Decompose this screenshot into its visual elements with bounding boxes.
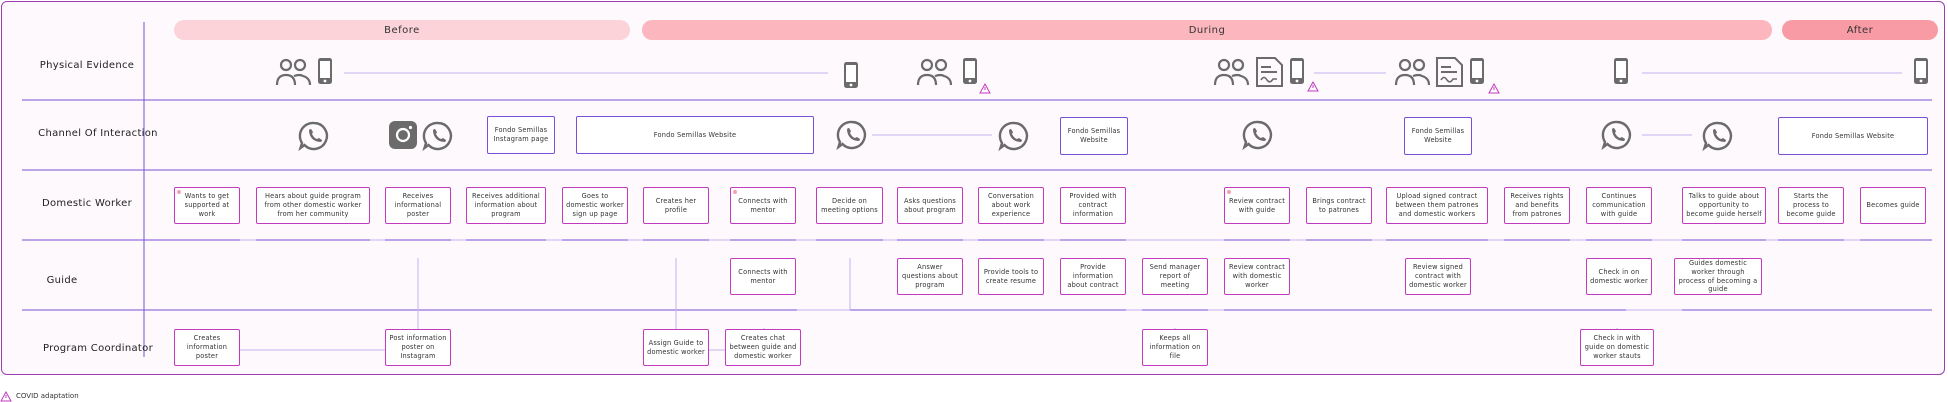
row-label-guide: Guide	[46, 275, 78, 286]
phase-before: Before	[174, 20, 630, 40]
channel-website-a: Fondo Semillas Website	[1060, 117, 1128, 155]
channel-instagram-page: Fondo Semillas Instagram page	[487, 116, 555, 154]
domestic-step-11: Provided with contract information	[1060, 187, 1126, 224]
legend-label: COVID adaptation	[16, 392, 79, 400]
domestic-step-6: Creates her profile	[643, 187, 709, 224]
row-label-channel: Channel Of Interaction	[38, 128, 158, 139]
whatsapp-icon	[836, 120, 867, 150]
domestic-step-18: Starts the process to become guide	[1778, 187, 1844, 224]
whatsapp-icon	[422, 121, 453, 151]
guide-step-3: Provide tools to create resume	[978, 258, 1044, 295]
coordinator-step-4: Creates chat between guide and domestic …	[725, 329, 801, 366]
guide-step-4: Provide information about contract	[1060, 258, 1126, 295]
domestic-step-5: Goes to domestic worker sign up page	[562, 187, 628, 224]
domestic-step-13: Brings contract to patrones	[1306, 187, 1372, 224]
whatsapp-icon	[1601, 120, 1632, 150]
domestic-step-9: Asks questions about program	[897, 187, 963, 224]
coordinator-step-1: Creates information poster	[174, 329, 240, 366]
domestic-step-1: Wants to get supported at work	[174, 187, 240, 224]
domestic-step-16: Continues communication with guide	[1586, 187, 1652, 224]
guide-step-5: Send manager report of meeting	[1142, 258, 1208, 295]
channel-icons	[298, 119, 1733, 151]
coordinator-step-3: Assign Guide to domestic worker	[643, 329, 709, 366]
domestic-step-12: Review contract with guide	[1224, 187, 1290, 224]
guide-step-9: Guides domestic worker through process o…	[1674, 258, 1762, 295]
domestic-step-17: Talks to guide about opportunity to beco…	[1682, 187, 1766, 224]
domestic-step-10: Conversation about work experience	[978, 187, 1044, 224]
domestic-step-4: Receives additional information about pr…	[466, 187, 546, 224]
guide-step-1: Connects with mentor	[730, 258, 796, 295]
whatsapp-icon	[1242, 120, 1273, 150]
domestic-step-3: Receives informational poster	[385, 187, 451, 224]
domestic-step-8: Decide on meeting options	[816, 187, 883, 224]
domestic-step-7: Connects with mentor	[730, 187, 796, 224]
instagram-icon	[387, 119, 419, 151]
domestic-step-15: Receives rights and benefits from patron…	[1504, 187, 1570, 224]
connector-lines	[22, 22, 1932, 357]
guide-step-6: Review contract with domestic worker	[1224, 258, 1290, 295]
domestic-step-14: Upload signed contract between them patr…	[1386, 187, 1488, 224]
guide-step-2: Answer questions about program	[897, 258, 963, 295]
legend: COVID adaptation	[0, 390, 79, 402]
journey-map-frame: Before During After	[1, 1, 1945, 375]
coordinator-step-2: Post information poster on Instagram	[385, 329, 451, 366]
guide-step-8: Check in on domestic worker	[1586, 258, 1652, 295]
coordinator-step-5: Keeps all information on file	[1142, 329, 1208, 366]
whatsapp-icon	[998, 121, 1029, 151]
channel-website-last: Fondo Semillas Website	[1778, 117, 1928, 155]
row-label-program-coordinator: Program Coordinator	[43, 343, 153, 354]
domestic-step-2: Hears about guide program from other dom…	[256, 187, 370, 224]
row-label-domestic-worker: Domestic Worker	[41, 198, 133, 209]
phase-during: During	[642, 20, 1772, 40]
guide-step-7: Review signed contract with domestic wor…	[1405, 258, 1471, 295]
domestic-step-19: Becomes guide	[1860, 187, 1926, 224]
phase-after: After	[1782, 20, 1938, 40]
coordinator-step-6: Check in with guide on domestic worker s…	[1580, 329, 1654, 366]
channel-website-b: Fondo Semillas Website	[1404, 117, 1472, 155]
channel-website-wide: Fondo Semillas Website	[576, 116, 814, 154]
row-label-physical-evidence: Physical Evidence	[39, 60, 135, 71]
whatsapp-icon	[1702, 121, 1733, 151]
whatsapp-icon	[298, 121, 329, 151]
